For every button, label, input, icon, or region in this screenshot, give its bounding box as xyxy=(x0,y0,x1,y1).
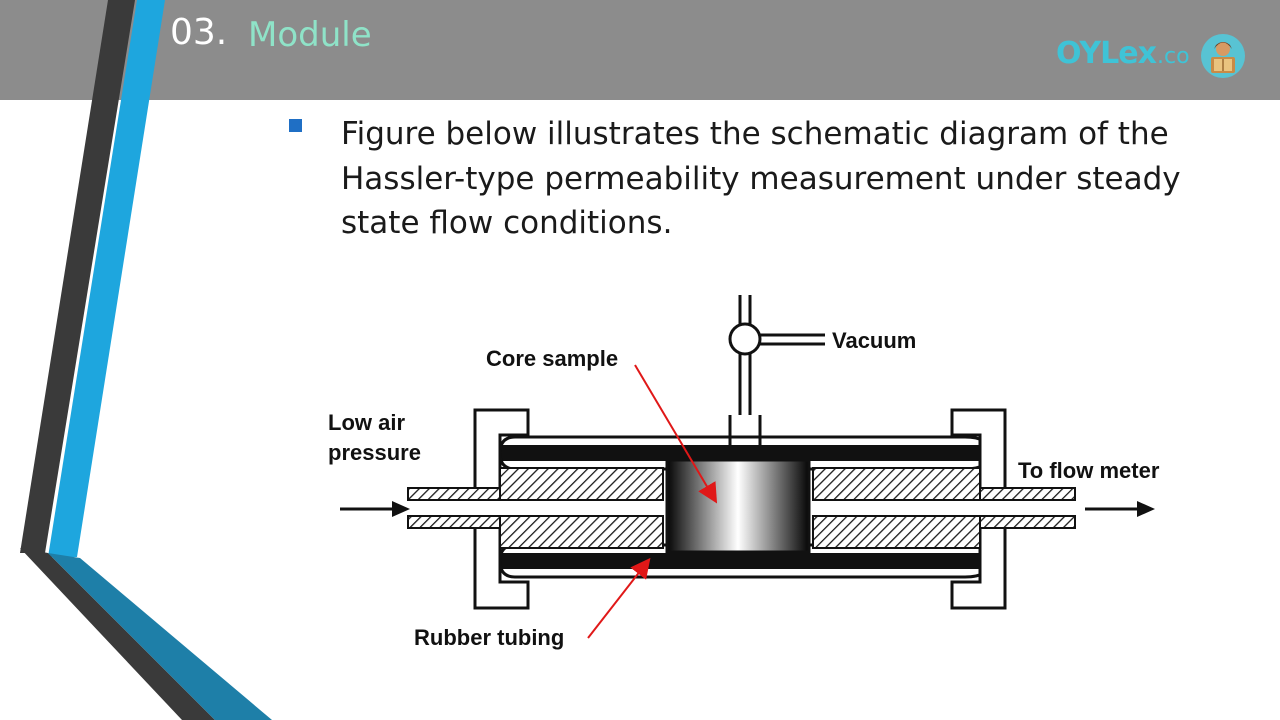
end-caps xyxy=(473,408,1007,610)
logo-suffix-text: .co xyxy=(1156,44,1190,69)
flow-plugs xyxy=(407,467,1076,549)
label-rubber-tubing: Rubber tubing xyxy=(414,625,564,650)
rubber-tubing-pointer xyxy=(587,557,651,639)
hassler-permeameter-diagram: Vacuum Core sample Low air pressure To f… xyxy=(328,295,1160,650)
section-title: Module xyxy=(248,15,372,55)
label-to-flow-meter: To flow meter xyxy=(1018,458,1160,483)
section-number: 03. xyxy=(170,12,228,53)
reader-avatar-icon xyxy=(1201,34,1245,78)
brand-logo[interactable]: OYLex .co xyxy=(1056,36,1190,76)
core-sample-pointer xyxy=(634,364,718,504)
logo-brand-text: OYLex xyxy=(1056,36,1157,71)
core-sample xyxy=(665,458,811,554)
label-vacuum: Vacuum xyxy=(832,328,916,353)
header-bar xyxy=(0,0,1280,100)
bullet-marker xyxy=(289,119,302,132)
vacuum-line xyxy=(728,295,825,445)
bullet-text: Figure below illustrates the schematic d… xyxy=(341,116,1181,241)
flow-arrows xyxy=(340,501,1155,517)
label-low-air-line2: pressure xyxy=(328,440,421,465)
label-core-sample: Core sample xyxy=(486,346,618,371)
label-low-air-line1: Low air xyxy=(328,410,405,435)
